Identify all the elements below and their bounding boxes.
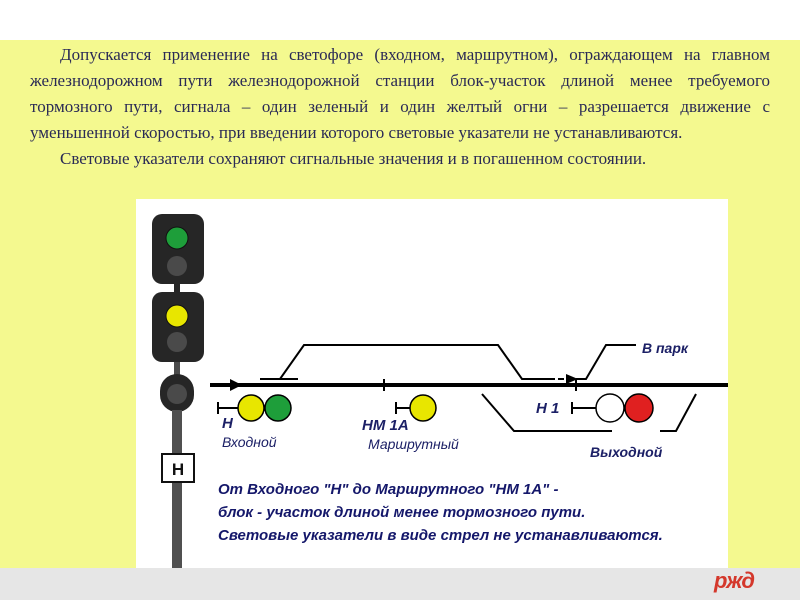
diagram-caption: От Входного "Н" до Маршрутного "НМ 1А" -… [218,478,718,547]
caption-line-3: Световые указатели в виде стрел не устан… [218,527,663,544]
entry-signal-name: Н [222,415,234,432]
exit-white-light [595,393,625,423]
post-label: Н [172,460,184,479]
rzd-logo: ржд [714,568,755,593]
route-signal-name: НМ 1А [362,417,409,434]
off-light-1 [167,256,187,276]
signal-mast-joint [174,362,180,376]
exit-signal-type: Выходной [590,444,663,460]
off-light-2 [167,332,187,352]
upper-siding-left [260,344,552,380]
top-band [0,0,800,40]
upper-siding-right [576,344,636,380]
entry-yellow-light [237,394,265,422]
entry-signal-type: Входной [222,434,277,450]
route-signal-type: Маршрутный [368,436,459,452]
signal-mast: Н [150,214,210,570]
green-light [165,226,189,250]
yellow-light [165,304,189,328]
slide-text: Допускается применение на светофоре (вхо… [30,42,770,172]
park-label: В парк [642,340,689,356]
off-light-3 [167,384,187,404]
entry-arrow-head [230,379,242,391]
caption-line-1: От Входного "Н" до Маршрутного "НМ 1А" - [218,481,559,498]
exit-red-light [624,393,654,423]
exit-signal-name: Н 1 [536,400,559,417]
entry-green-light [264,394,292,422]
route-yellow-light [409,394,437,422]
footer-band: ржд [0,568,800,600]
paragraph-2: Световые указатели сохраняют сигнальные … [60,149,647,168]
signal-head-connector [174,284,180,296]
route-arrow-head [566,374,578,384]
lower-siding-left [481,393,612,432]
paragraph-1: Допускается применение на светофоре (вхо… [30,45,770,142]
post-label-box [161,453,195,483]
lower-siding-right [660,393,697,432]
track-diagram: Н Входной НМ 1А Маршрутный Н 1 Выходной … [136,199,728,570]
signal-pole [172,410,182,570]
track-diagram-svg: Н Входной НМ 1А Маршрутный Н 1 Выходной … [210,340,728,460]
caption-line-2: блок - участок длиной менее тормозного п… [218,504,586,521]
